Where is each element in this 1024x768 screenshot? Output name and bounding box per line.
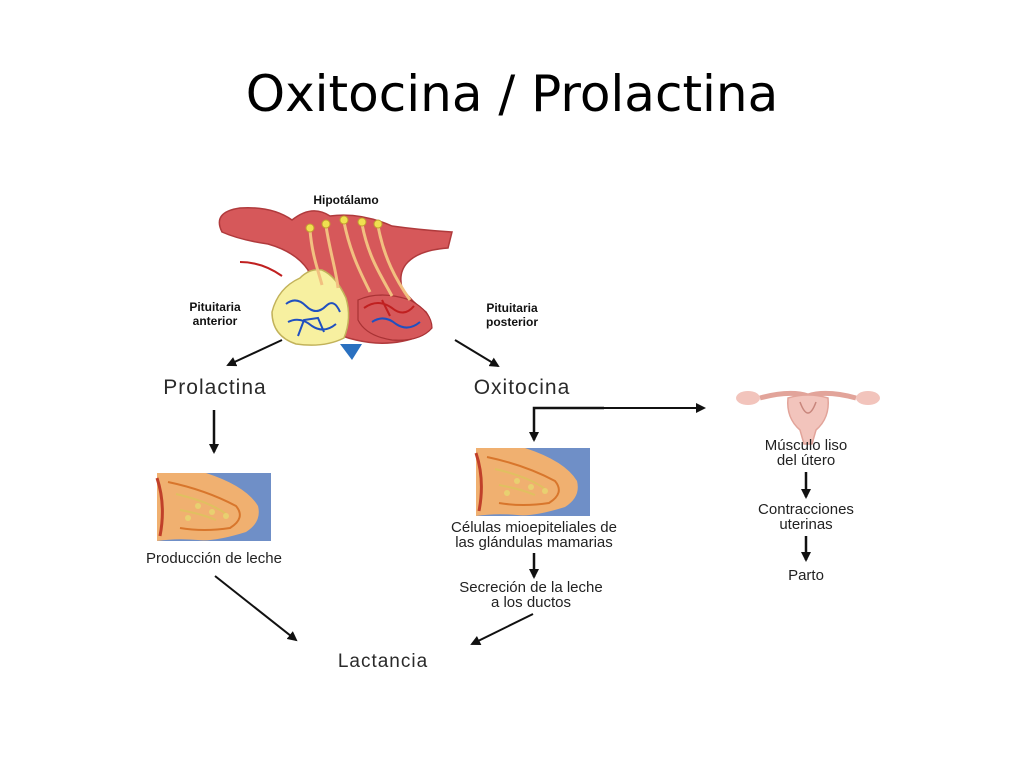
- anterior-pituitary-label-line2: anterior: [193, 314, 238, 328]
- milk-secretion-label-line2: a los ductos: [491, 594, 571, 611]
- neuron-axons: [308, 221, 412, 301]
- arrow-secretion-to-lactation: [470, 613, 534, 645]
- myoepithelial-cells-label-line2: las glándulas mamarias: [455, 534, 613, 551]
- portal-outflow: [340, 344, 362, 360]
- breast-anatomy-illustration: [474, 448, 590, 516]
- myoepithelial-cells-label-line1: Células mioepiteliales de: [451, 519, 617, 536]
- slide-title: Oxitocina / Prolactina: [245, 65, 779, 123]
- blood-vessels-red: [239, 261, 415, 317]
- arrow-milk-production-to-lactation: [214, 575, 298, 642]
- posterior-pituitary-label-line2: posterior: [486, 315, 538, 329]
- hypothalamus-label: Hipotálamo: [313, 193, 378, 207]
- milk-secretion-label-line1: Secreción de la leche: [459, 579, 602, 596]
- anterior-pituitary-shape: [271, 268, 350, 346]
- oxytocin-label: Oxitocina: [474, 376, 571, 399]
- neuron-bodies: [305, 215, 383, 233]
- birth-label: Parto: [788, 567, 824, 584]
- posterior-pituitary-label-line1: Pituitaria: [486, 301, 538, 315]
- lactation-label: Lactancia: [338, 651, 428, 672]
- uterine-contractions-label-line1: Contracciones: [758, 501, 854, 518]
- breast-anatomy-illustration: [155, 473, 271, 541]
- milk-production-label: Producción de leche: [146, 550, 282, 567]
- prolactin-label: Prolactina: [163, 376, 266, 399]
- anterior-pituitary-label-line1: Pituitaria: [189, 300, 241, 314]
- arrow-oxytocin-to-breast: [529, 406, 604, 442]
- blood-vessels-blue: [285, 299, 421, 337]
- arrow-to-prolactin: [226, 339, 283, 367]
- uterine-contractions-label-line2: uterinas: [779, 516, 832, 533]
- arrow-to-oxytocin: [454, 339, 500, 368]
- brain-pituitary-illustration: [218, 207, 453, 360]
- uterus-illustration: [736, 390, 880, 445]
- uterine-muscle-label-line1: Músculo liso: [765, 437, 848, 454]
- uterine-muscle-label-line2: del útero: [777, 452, 835, 469]
